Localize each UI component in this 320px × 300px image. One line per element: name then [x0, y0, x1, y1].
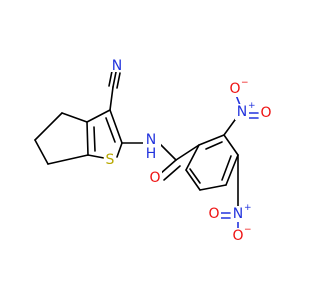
thiophene-s-label: S [106, 152, 115, 168]
bond-ring-c4-c5 [199, 184, 227, 191]
bond-c5b-c5c [34, 112, 63, 141]
nitro-top-n-charge: + [248, 101, 256, 111]
nitro-bottom-o-single-charge: − [244, 225, 252, 235]
nitro-top-o-single-charge: − [241, 78, 249, 88]
molecule-structure-diagram: N N H S O N + O − O N + O − O [34, 58, 273, 244]
nitrile-n-label: N [112, 58, 122, 74]
bond-ring-c2-c3 [223, 134, 239, 156]
bond-c3a-c7a [86, 121, 89, 156]
nitro-bottom-o-double-label: O [208, 206, 219, 222]
bond-ring-inner-1 [205, 141, 223, 150]
bond-c5d-c7a [47, 154, 89, 165]
bond-ring-c1-c2 [198, 134, 225, 146]
bond-c3-c2 [109, 109, 123, 144]
nitro-top-n-label: N [237, 104, 247, 120]
bond-c5a-c5b [61, 112, 88, 123]
bond-ring-c5-c6 [185, 169, 201, 191]
bond-ring-c3-c4 [225, 154, 239, 186]
bond-carbonyl-o [159, 159, 177, 175]
bonds [34, 70, 259, 229]
atom-labels: N N H S O N + O − O N + O − O [104, 58, 273, 244]
amide-h-label: H [146, 146, 157, 162]
bond-c5c-c5d [34, 139, 49, 165]
bond-c7a-s [87, 154, 105, 159]
bond-ring-inner-3 [189, 168, 201, 184]
bond-s-c2 [116, 142, 123, 158]
nitro-bottom-n-label: N [233, 206, 243, 222]
nitro-top-o-double-label: O [260, 105, 271, 121]
bond-c7a-c3a-double [93, 126, 96, 152]
nitro-bottom-o-single-label: O [232, 228, 243, 244]
nitro-bottom-n-charge: + [244, 203, 252, 213]
bond-c3a-c3 [86, 109, 111, 123]
nitro-top-o-single-label: O [229, 81, 240, 97]
bond-ring-inner-2 [221, 155, 232, 181]
bond-carbonyl-o-double [163, 165, 181, 181]
amide-o-label: O [149, 170, 160, 186]
bond-ring-c6-c1 [185, 144, 200, 171]
bond-cn-triple-3 [116, 72, 121, 89]
bond-nh-carbonyl [158, 142, 177, 161]
bond-c3-c2-double [105, 117, 116, 143]
bond-carbonyl-ring [175, 144, 200, 161]
bond-cn-triple-1 [112, 71, 117, 88]
bond-c3-cn [109, 86, 114, 111]
amide-n-label: N [146, 132, 156, 148]
bond-cn-triple-2 [108, 70, 113, 87]
